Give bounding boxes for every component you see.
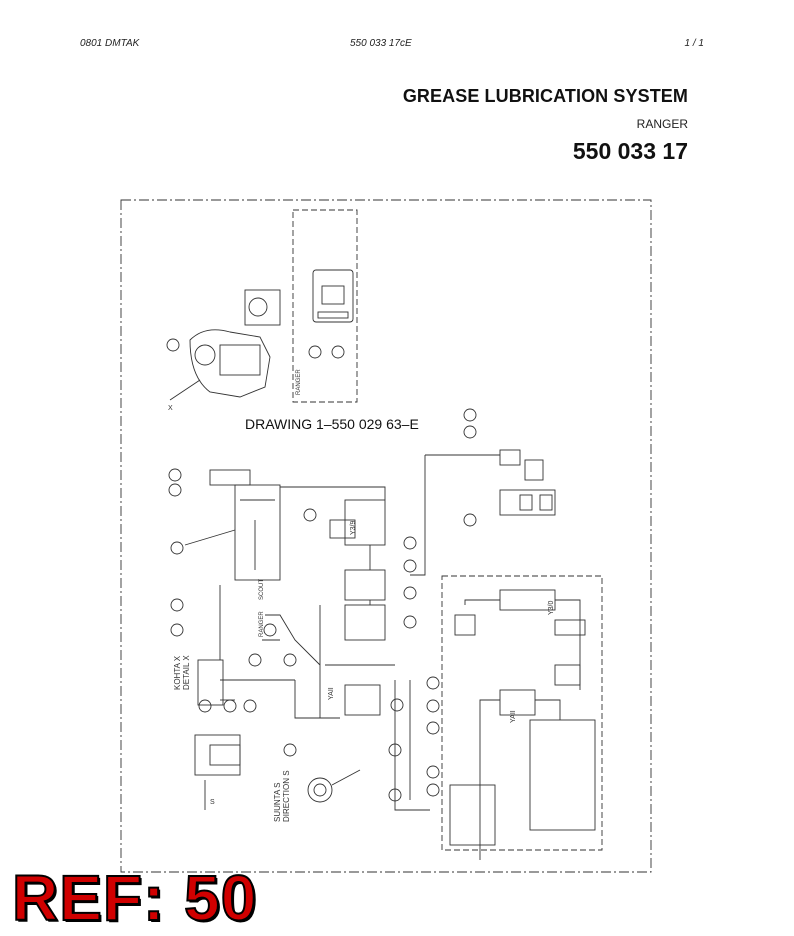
s-mark: S: [210, 799, 215, 806]
pump-body: [189, 329, 271, 398]
detail-x-label-fi: KOHTA X: [173, 655, 182, 690]
reservoir-top: [209, 469, 251, 486]
grease-reservoir: [234, 484, 281, 581]
document-number: 550 033 17: [572, 138, 688, 164]
cylinder: [499, 589, 556, 611]
drawing-frame: [120, 199, 652, 873]
drawing-reference: DRAWING 1–550 029 63–E: [245, 416, 419, 432]
pump-motor: [244, 289, 281, 326]
svg-text:YAII: YAII: [328, 687, 335, 700]
direction-s-fitting: [307, 777, 333, 803]
valve-yaii: [344, 684, 381, 716]
header-left-code: 0801 DMTAK: [80, 38, 140, 49]
main-line-a: [280, 486, 386, 500]
svg-text:RANGER: RANGER: [259, 611, 265, 637]
detail-x-label-en: DETAIL X: [182, 655, 191, 690]
ranger-inset-frame: [292, 209, 358, 403]
ref-stamp: REF: 50: [11, 862, 258, 934]
solenoid-valve: [499, 689, 536, 716]
svg-text:RANGER: RANGER: [296, 369, 302, 395]
control-unit: [312, 269, 354, 323]
direction-s-label-en: DIRECTION S: [282, 770, 291, 822]
direction-s-label-fi: SUUNTA S: [273, 783, 282, 822]
fitting-assembly: [499, 489, 556, 516]
document-subtitle: RANGER: [636, 117, 688, 131]
detail-x-fitting: [197, 659, 224, 706]
valve-y39: [344, 499, 386, 546]
svg-text:SCOUT: SCOUT: [259, 579, 265, 600]
x-mark: X: [168, 405, 173, 412]
svg-text:Y3/9: Y3/9: [350, 520, 357, 535]
document-title: GREASE LUBRICATION SYSTEM: [402, 86, 688, 106]
flushing-valve-block: [529, 719, 596, 831]
title-block: GREASE LUBRICATION SYSTEM RANGER 550 033…: [403, 86, 688, 165]
valve-block-mid: [344, 569, 386, 601]
header-doc-code: 550 033 17cE: [350, 38, 412, 49]
valve-block-frame: [441, 575, 603, 851]
header-page-number: 1 / 1: [684, 38, 704, 49]
main-line-b: [410, 455, 426, 576]
svg-text:YAII: YAII: [510, 710, 517, 723]
flushing-valve-left: [194, 734, 241, 776]
svg-text:Y3/0: Y3/0: [548, 600, 555, 615]
valve-block-low: [344, 604, 386, 641]
line-d: [294, 680, 340, 719]
flushing-valve: [449, 784, 496, 846]
